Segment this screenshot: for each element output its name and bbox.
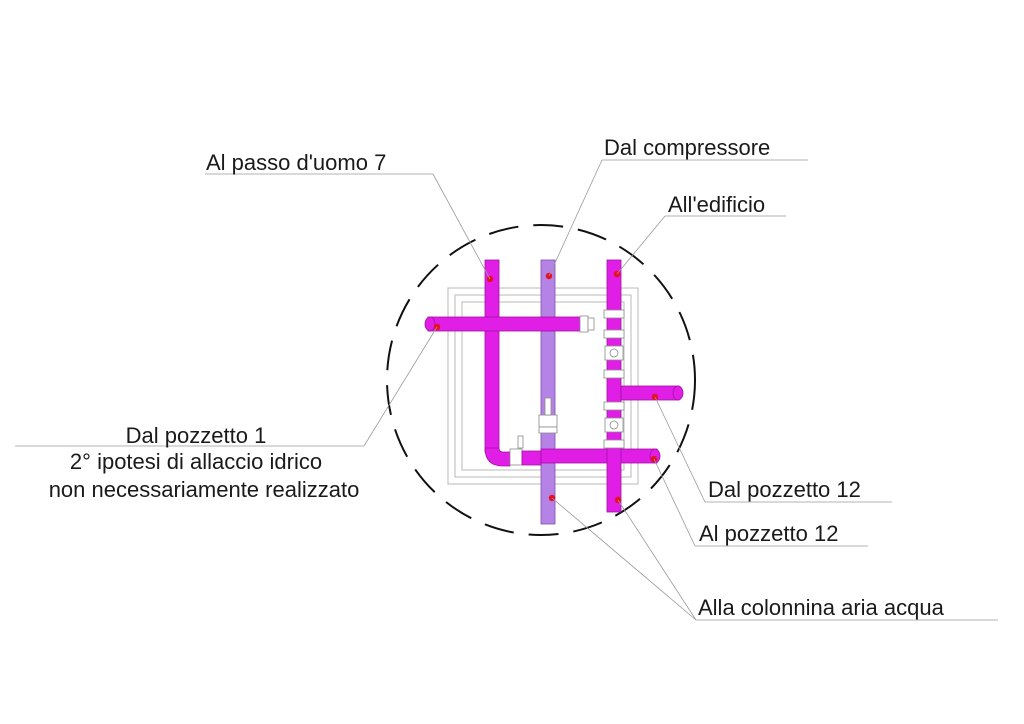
elbow-fitting <box>484 447 511 467</box>
valve-compressor <box>538 397 558 434</box>
label-edificio: All'edificio <box>668 192 765 217</box>
building-pipe <box>606 259 622 513</box>
pozzetto12-branch-pipe <box>620 385 680 401</box>
label-compressore: Dal compressore <box>604 135 770 160</box>
label-dal-pozzetto12: Dal pozzetto 12 <box>708 477 861 502</box>
label-ipotesi: 2° ipotesi di allaccio idrico <box>70 449 322 474</box>
label-al-pozzetto12: Al pozzetto 12 <box>699 521 838 546</box>
label-non-realizzato: non necessariamente realizzato <box>49 477 360 502</box>
bottom-pipe <box>540 448 658 464</box>
horizontal-link-pipe <box>521 450 542 466</box>
pozzetto1-pipe <box>427 316 581 332</box>
valve-stem <box>517 435 524 449</box>
label-pozzetto1: Dal pozzetto 1 <box>126 423 267 448</box>
valves-right <box>603 309 625 449</box>
valve-left-bottom <box>509 448 523 466</box>
compressor-pipe <box>540 259 556 525</box>
leader-lines <box>15 159 998 621</box>
end-plug <box>587 317 595 331</box>
pipe-end-cap <box>672 385 684 401</box>
label-passo-uomo: Al passo d'uomo 7 <box>206 150 386 175</box>
label-colonnina: Alla colonnina aria acqua <box>698 595 945 620</box>
end-fitting <box>579 315 589 333</box>
detail-circle <box>386 224 696 536</box>
manhole7-pipe <box>484 259 500 453</box>
pipe-end-cap <box>424 316 436 332</box>
